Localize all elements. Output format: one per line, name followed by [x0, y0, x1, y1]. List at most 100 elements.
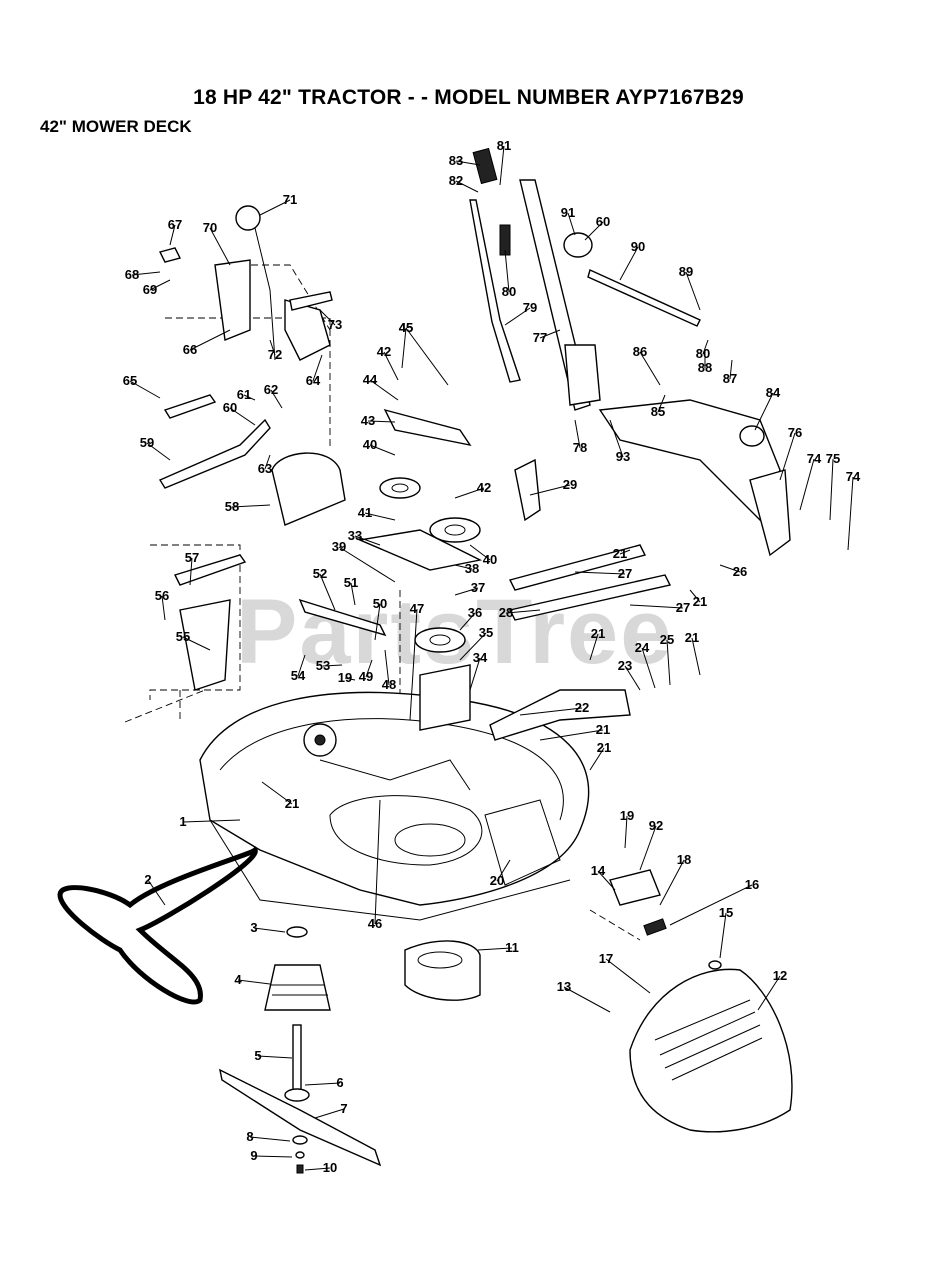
callout-leader-lines	[129, 145, 854, 1171]
callout-leader-73	[319, 309, 336, 326]
callout-leader-48	[384, 649, 390, 686]
callout-80: 80	[502, 284, 516, 299]
callout-leader-86	[639, 351, 661, 386]
callout-61: 61	[237, 387, 251, 402]
callout-83: 83	[449, 153, 463, 168]
discharge-chute	[404, 940, 793, 1133]
callout-leader-74	[799, 458, 815, 511]
callout-leader-2	[147, 879, 166, 906]
callout-38: 38	[465, 561, 479, 576]
callout-leader-89	[685, 271, 701, 311]
callout-92: 92	[649, 818, 663, 833]
callout-64: 64	[306, 373, 321, 388]
callout-leader-68	[131, 271, 161, 276]
callout-5: 5	[254, 1048, 261, 1063]
callout-leader-6	[304, 1082, 341, 1086]
callout-leader-7	[314, 1108, 345, 1119]
callout-leader-24	[641, 647, 656, 689]
callout-37: 37	[471, 580, 485, 595]
callout-42: 42	[477, 480, 491, 495]
callout-74: 74	[846, 469, 861, 484]
callout-leader-80	[702, 339, 709, 355]
assembly-guide-lines	[124, 264, 641, 941]
callout-1: 1	[179, 814, 186, 829]
callout-11: 11	[505, 940, 519, 955]
callout-leader-20	[496, 859, 511, 882]
callout-leader-47	[409, 608, 418, 721]
idler-pulleys-and-brackets	[174, 408, 483, 731]
callout-75: 75	[826, 451, 840, 466]
callout-leader-16	[669, 884, 753, 926]
callout-80: 80	[696, 346, 710, 361]
callout-21: 21	[613, 546, 627, 561]
callout-leader-1	[182, 819, 241, 823]
callout-leader-80	[504, 249, 510, 293]
callout-leader-9	[253, 1155, 293, 1158]
callout-leader-42	[383, 351, 399, 381]
callout-78: 78	[573, 440, 587, 455]
callout-leader-44	[369, 379, 399, 401]
callout-18: 18	[677, 852, 691, 867]
callout-21: 21	[693, 594, 707, 609]
callout-72: 72	[268, 347, 282, 362]
callout-leader-63	[264, 454, 271, 470]
gauge-bracket	[609, 869, 722, 970]
callout-leader-71	[259, 199, 291, 216]
callout-leader-90	[619, 246, 639, 281]
callout-81: 81	[497, 138, 511, 153]
callout-4: 4	[234, 972, 242, 987]
callout-39: 39	[332, 539, 346, 554]
callout-59: 59	[140, 435, 154, 450]
callout-leader-85	[657, 394, 666, 413]
callout-leader-51	[350, 582, 356, 606]
callout-57: 57	[185, 550, 199, 565]
callout-leader-66	[189, 329, 231, 351]
callout-leader-34	[469, 657, 481, 691]
callout-leader-59	[146, 442, 171, 461]
callout-8: 8	[246, 1129, 253, 1144]
callout-leader-84	[754, 392, 774, 431]
callout-leader-77	[539, 329, 561, 339]
callout-21: 21	[596, 722, 610, 737]
callout-27: 27	[618, 566, 632, 581]
callout-45: 45	[399, 320, 413, 335]
callout-leader-37	[454, 587, 479, 596]
callout-leader-27	[574, 571, 626, 575]
callout-25: 25	[660, 632, 674, 647]
callout-leader-8	[249, 1136, 291, 1142]
callout-40: 40	[363, 437, 377, 452]
callout-leader-17	[605, 958, 651, 994]
callout-leader-41	[364, 512, 396, 521]
callout-leader-87	[729, 359, 733, 380]
lift-linkage	[469, 147, 791, 741]
callout-leader-25	[666, 639, 671, 686]
callout-84: 84	[766, 385, 781, 400]
mower-deck	[199, 691, 590, 921]
callout-89: 89	[679, 264, 693, 279]
callout-leader-21	[589, 747, 605, 771]
callout-leader-57	[189, 557, 193, 586]
callout-51: 51	[344, 575, 358, 590]
callout-leader-45	[401, 327, 407, 369]
callout-28: 28	[499, 605, 513, 620]
callout-leader-10	[304, 1167, 331, 1171]
callout-leader-76	[779, 432, 796, 481]
callout-leader-42	[454, 487, 485, 499]
callout-85: 85	[651, 404, 665, 419]
callout-leader-39	[338, 546, 396, 583]
callout-14: 14	[591, 863, 606, 878]
callout-16: 16	[745, 877, 759, 892]
callout-leader-21	[691, 637, 701, 676]
callout-49: 49	[359, 669, 373, 684]
callout-leader-54	[297, 654, 306, 677]
callout-19: 19	[338, 670, 352, 685]
callout-leader-72	[269, 339, 276, 356]
callout-leader-14	[597, 870, 616, 891]
callout-leader-82	[455, 180, 479, 193]
callout-74: 74	[807, 451, 822, 466]
callout-9: 9	[250, 1148, 257, 1163]
callout-60: 60	[223, 400, 237, 415]
callout-leader-13	[563, 986, 611, 1013]
callout-leader-21	[261, 781, 293, 805]
callout-91: 91	[561, 205, 575, 220]
